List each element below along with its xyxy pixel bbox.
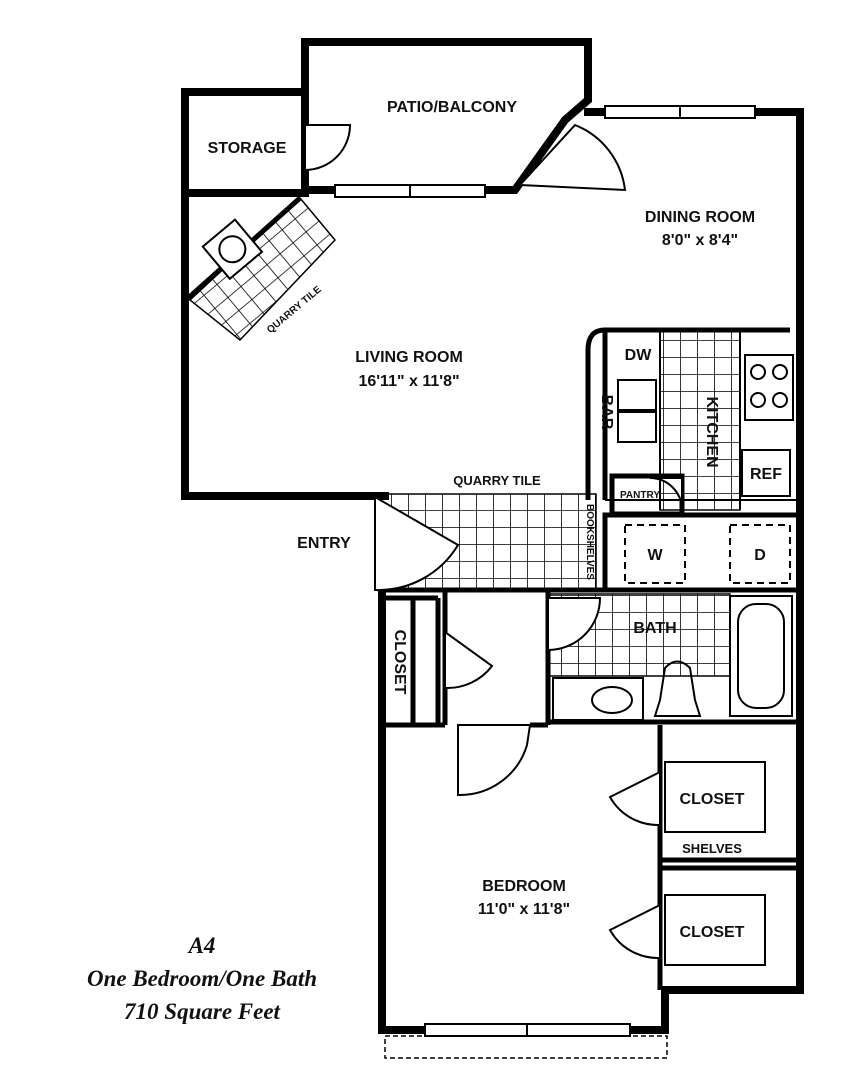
closet-upper-label: CLOSET: [680, 791, 745, 808]
ref-label: REF: [750, 466, 782, 483]
plan-caption: A4 One Bedroom/One Bath 710 Square Feet: [87, 933, 317, 1024]
dining-dims: 8'0" x 8'4": [662, 232, 738, 249]
exterior-walls: [181, 38, 804, 1034]
water-heater: [201, 218, 264, 281]
plan-area: 710 Square Feet: [124, 999, 281, 1024]
stove-burner-icon: [772, 364, 788, 380]
stove-burner-icon: [750, 392, 766, 408]
entry-label: ENTRY: [297, 535, 351, 552]
doors: [304, 123, 683, 960]
pantry-door: [649, 477, 683, 511]
bath-door: [547, 597, 602, 652]
shelves-label: SHELVES: [682, 841, 742, 856]
bedroom-dims: 11'0" x 11'8": [478, 901, 570, 918]
water-heater-tank-icon: [218, 235, 247, 264]
hall-closet-label: CLOSET: [391, 630, 408, 695]
refrigerator: [741, 449, 791, 497]
storage-door: [304, 124, 352, 172]
living-label: LIVING ROOM: [355, 349, 463, 366]
bookshelves-label: BOOKSHELVES: [584, 504, 595, 580]
bedroom-window-ledge: [384, 1035, 668, 1059]
living-dims: 16'11" x 11'8": [358, 373, 459, 390]
stove-burner-icon: [750, 364, 766, 380]
closet-upper-door: [608, 770, 661, 827]
plan-code: A4: [187, 933, 216, 958]
bar-label: BAR: [598, 395, 615, 430]
stove: [744, 354, 794, 421]
bedroom-door: [457, 724, 532, 797]
closet-lower-label: CLOSET: [680, 924, 745, 941]
kitchen-label: KITCHEN: [703, 396, 720, 467]
room-labels: PATIO/BALCONY STORAGE DINING ROOM 8'0" x…: [208, 99, 783, 941]
patio-label: PATIO/BALCONY: [387, 99, 517, 116]
windows: [334, 105, 756, 1059]
entry-door: [374, 495, 460, 592]
quarry-tile-entry-label: QUARRY TILE: [453, 473, 541, 488]
washer-label: W: [647, 547, 663, 564]
living-corner-tile: [188, 196, 337, 342]
dryer-label: D: [754, 547, 766, 564]
bedroom-label: BEDROOM: [482, 878, 566, 895]
storage-label: STORAGE: [208, 140, 287, 157]
dryer: [729, 524, 791, 584]
bath-label: BATH: [633, 620, 676, 637]
tile-areas: [188, 196, 741, 677]
appliances: [201, 218, 794, 584]
closet-lower-door: [608, 903, 661, 960]
plan-layout: One Bedroom/One Bath: [87, 966, 317, 991]
washer: [624, 524, 686, 584]
stove-burner-icon: [772, 392, 788, 408]
pantry-label: PANTRY: [620, 490, 660, 501]
hall-closet-door: [444, 630, 494, 690]
dw-label: DW: [625, 347, 653, 364]
dining-label: DINING ROOM: [645, 209, 755, 226]
patio-door: [517, 123, 627, 192]
